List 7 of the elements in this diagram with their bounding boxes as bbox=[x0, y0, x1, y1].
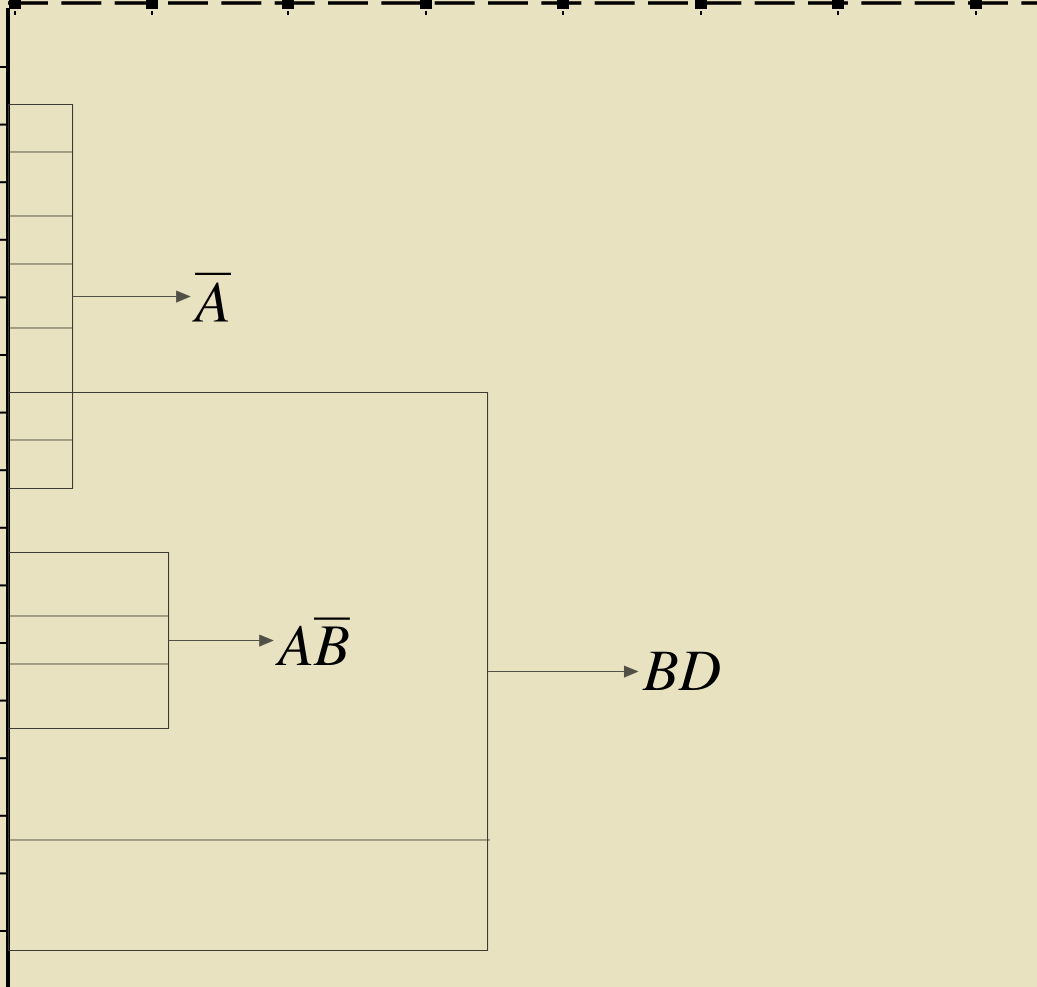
formula-label: $A\overline{B}$ bbox=[275, 618, 350, 665]
group-bracket bbox=[8, 552, 170, 730]
arrow bbox=[168, 634, 274, 647]
group-bracket bbox=[8, 392, 489, 952]
formula-label: $\overline{A}$ bbox=[192, 273, 231, 322]
group-bracket bbox=[8, 104, 74, 490]
formula-label: $BD$ bbox=[642, 651, 720, 691]
